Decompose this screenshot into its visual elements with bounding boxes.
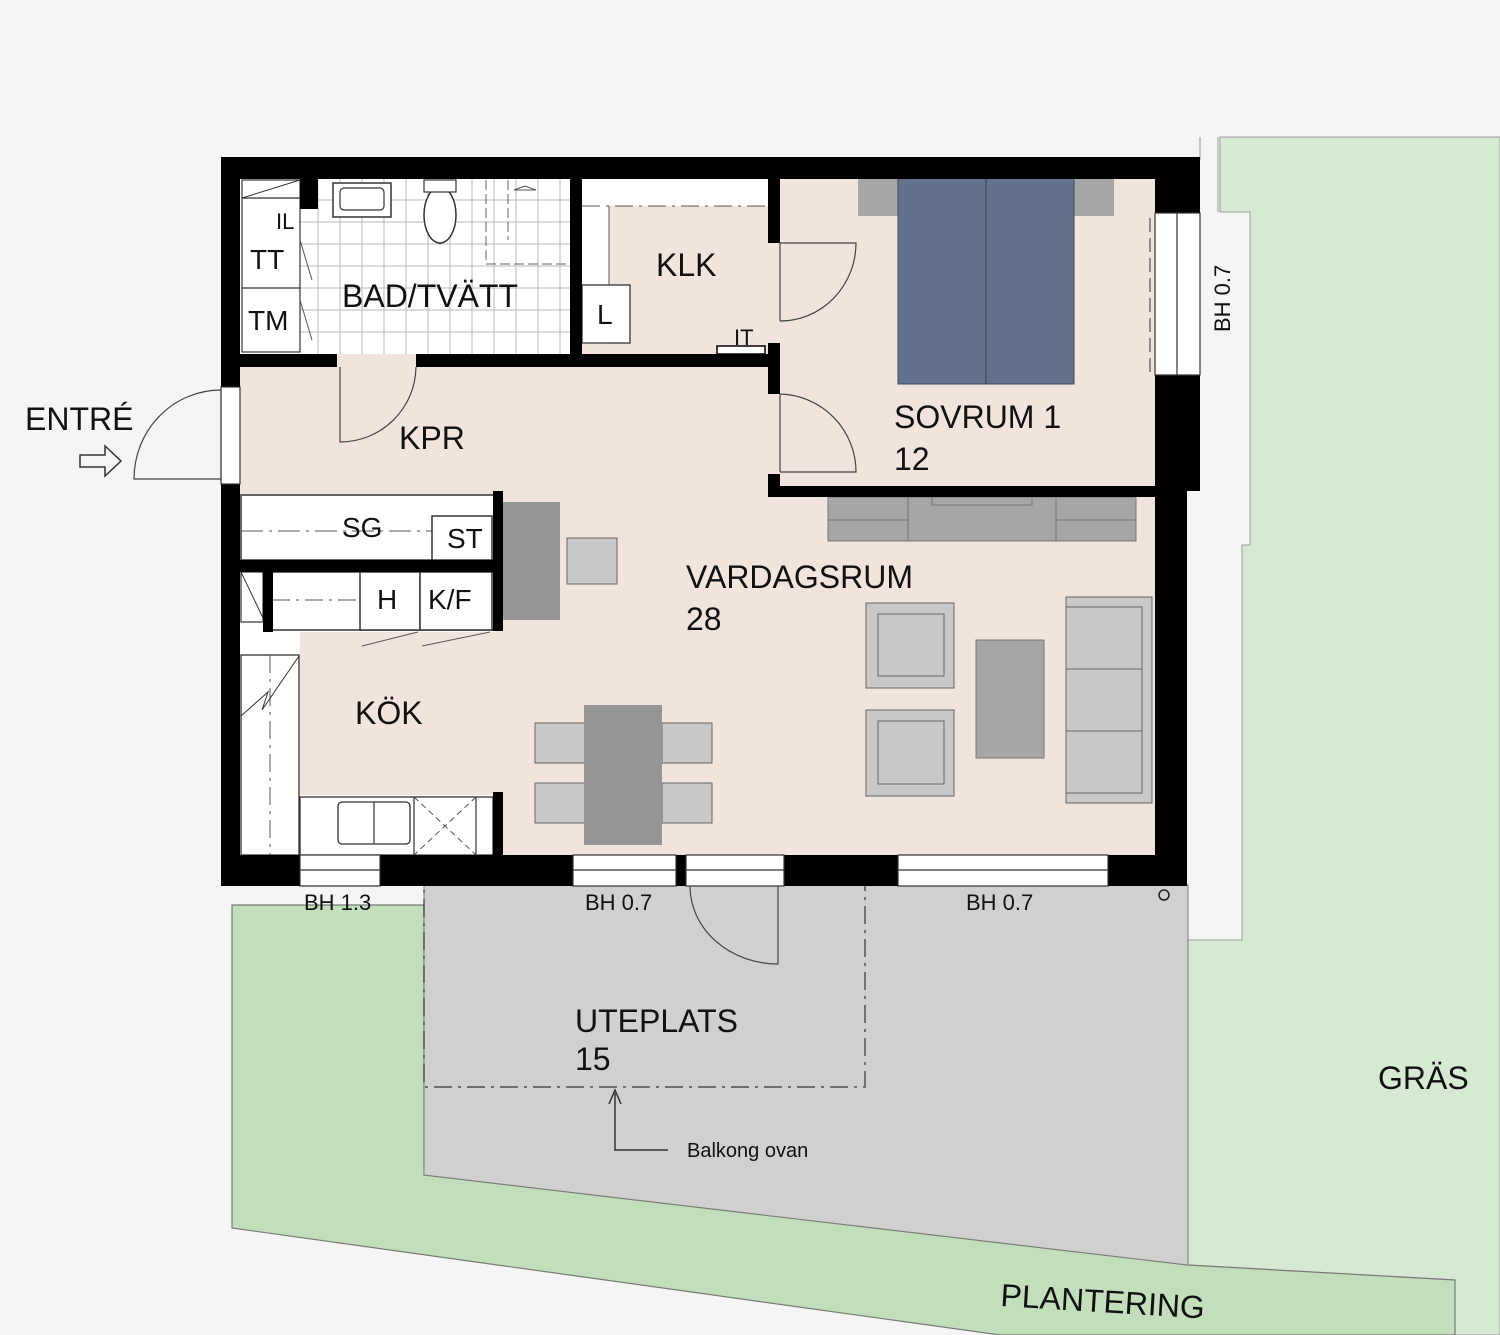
nightstand-right (1074, 178, 1114, 216)
entre-label: ENTRÉ (25, 401, 133, 437)
room-label-kpr: KPR (399, 420, 465, 456)
bedroom-door (779, 393, 857, 473)
fixture-it: IT (734, 325, 754, 350)
fixture-labels: IL TT TM L IT SG ST H K/F (248, 209, 754, 615)
sofa (1065, 596, 1153, 804)
annotations: ENTRÉ BH 1.3 BH 0.7 BH 0.7 BH 0.7 Balkon… (25, 265, 1469, 1326)
entry-arrow (79, 444, 123, 478)
room-labels: BAD/TVÄTT KLK SOVRUM 1 12 KPR VARDAGSRUM… (342, 247, 1061, 1077)
oven-h (359, 571, 421, 631)
coffee-table (975, 639, 1045, 759)
entry-door-frame (220, 386, 241, 485)
chair-3 (661, 722, 713, 764)
bh-label-bottom-right: BH 0.7 (966, 890, 1033, 915)
desk-chair (566, 537, 618, 585)
desk (502, 502, 560, 620)
bh-label-bottom-left: BH 1.3 (304, 890, 371, 915)
balcony-pointer (614, 1093, 668, 1151)
fixture-st: ST (447, 523, 483, 554)
room-area-uteplats: 15 (575, 1041, 611, 1077)
fixture-tm: TM (248, 305, 288, 336)
furniture (240, 177, 1153, 856)
entry-door (133, 389, 222, 480)
fixture-il: IL (276, 209, 294, 234)
shower-screen (485, 180, 568, 265)
room-label-bad: BAD/TVÄTT (342, 278, 518, 314)
nightstand-left (858, 178, 898, 216)
doors (133, 242, 857, 965)
fixture-tt: TT (250, 244, 284, 275)
walls (221, 157, 1200, 886)
room-label-kok: KÖK (355, 695, 423, 731)
fixture-l: L (597, 299, 613, 330)
room-label-sovrum: SOVRUM 1 (894, 399, 1061, 435)
gras-label: GRÄS (1378, 1060, 1469, 1096)
bh-label-bottom-mid: BH 0.7 (585, 890, 652, 915)
toilet (423, 186, 457, 244)
windows (220, 212, 1201, 887)
dining-table (584, 705, 662, 845)
fixture-h: H (377, 584, 397, 615)
armchair-1 (865, 602, 955, 689)
closet-door (779, 242, 857, 322)
balkong-label: Balkong ovan (687, 1140, 808, 1162)
bh-label-right: BH 0.7 (1210, 265, 1235, 332)
outdoor-areas (231, 136, 1500, 1335)
room-area-vardagsrum: 28 (686, 601, 722, 637)
storage-st (431, 515, 493, 561)
armchair-2 (865, 709, 955, 797)
room-area-sovrum: 12 (894, 441, 930, 477)
fixture-sg: SG (342, 512, 382, 543)
chair-2 (534, 782, 586, 824)
wardrobe (827, 496, 1137, 542)
fixture-kf: K/F (428, 584, 472, 615)
arrows (79, 444, 668, 1151)
fridge-kf (419, 571, 493, 631)
room-label-klk: KLK (656, 247, 716, 283)
closet-shelf-l (581, 284, 631, 344)
bathroom-door (339, 366, 417, 443)
laundry-column (241, 197, 301, 353)
drain-marker (1158, 889, 1170, 901)
chair-4 (661, 782, 713, 824)
room-label-vardagsrum: VARDAGSRUM (686, 559, 913, 595)
chair-1 (534, 722, 586, 764)
room-label-uteplats: UTEPLATS (575, 1003, 738, 1039)
patio-door (689, 885, 779, 965)
balcony-outline (423, 884, 866, 1088)
